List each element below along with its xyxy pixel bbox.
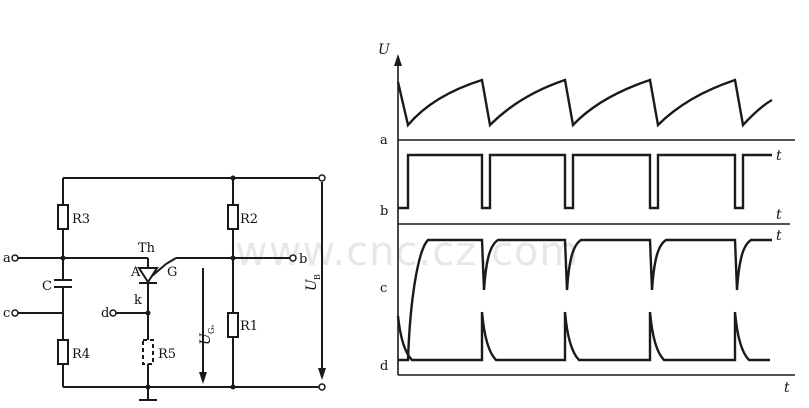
waveform-diagram: U t t t t a b c d xyxy=(378,42,795,396)
svg-text:U: U xyxy=(304,278,320,291)
label-terminal-a: a xyxy=(3,251,11,266)
label-r4: R4 xyxy=(72,347,90,362)
t-label-1: t xyxy=(776,148,782,164)
watermark: www.cnc.cz.com xyxy=(235,229,579,275)
supply-top-dot xyxy=(318,174,326,182)
label-ug: U Gₑ xyxy=(198,325,216,346)
label-anode: A xyxy=(130,265,141,280)
label-r5: R5 xyxy=(158,347,176,362)
label-ub: U B xyxy=(304,274,322,291)
waveform-b xyxy=(398,153,772,210)
label-r3: R3 xyxy=(72,212,90,227)
label-c: C xyxy=(42,279,52,294)
row-label-b: b xyxy=(380,204,388,219)
row-label-c: c xyxy=(380,281,387,296)
waveform-d xyxy=(396,311,770,362)
resistor-r4 xyxy=(57,339,69,365)
resistor-r3 xyxy=(57,204,69,230)
svg-text:B: B xyxy=(313,274,322,280)
t-label-2: t xyxy=(776,207,782,223)
label-r2: R2 xyxy=(240,212,258,227)
label-gate: G xyxy=(167,265,177,280)
t-label-4: t xyxy=(784,380,790,396)
row-label-d: d xyxy=(380,359,388,374)
resistor-r5 xyxy=(142,339,154,365)
label-terminal-d: d xyxy=(101,306,109,321)
y-axis-label: U xyxy=(378,42,391,58)
thyristor-gate-wire xyxy=(151,263,167,277)
svg-text:Gₑ: Gₑ xyxy=(207,325,216,335)
resistor-r1 xyxy=(227,312,239,338)
waveform-a xyxy=(396,78,773,128)
svg-text:U: U xyxy=(198,332,214,345)
circuit-diagram: R3 R2 R1 R4 R5 C Th A G k a b c d U Gₑ U… xyxy=(3,174,326,401)
terminal-b-dot xyxy=(289,254,297,262)
label-th: Th xyxy=(138,241,156,256)
label-r1: R1 xyxy=(240,319,258,334)
t-label-3: t xyxy=(776,228,782,244)
row-label-a: a xyxy=(380,133,388,148)
label-cathode: k xyxy=(134,293,142,308)
resistor-r2 xyxy=(227,204,239,230)
terminal-d-dot xyxy=(109,309,117,317)
terminal-c-dot xyxy=(11,309,19,317)
label-terminal-c: c xyxy=(3,306,10,321)
terminal-a-dot xyxy=(11,254,19,262)
label-terminal-b: b xyxy=(299,252,307,267)
supply-bottom-dot xyxy=(318,383,326,391)
waveform-c xyxy=(398,238,772,362)
